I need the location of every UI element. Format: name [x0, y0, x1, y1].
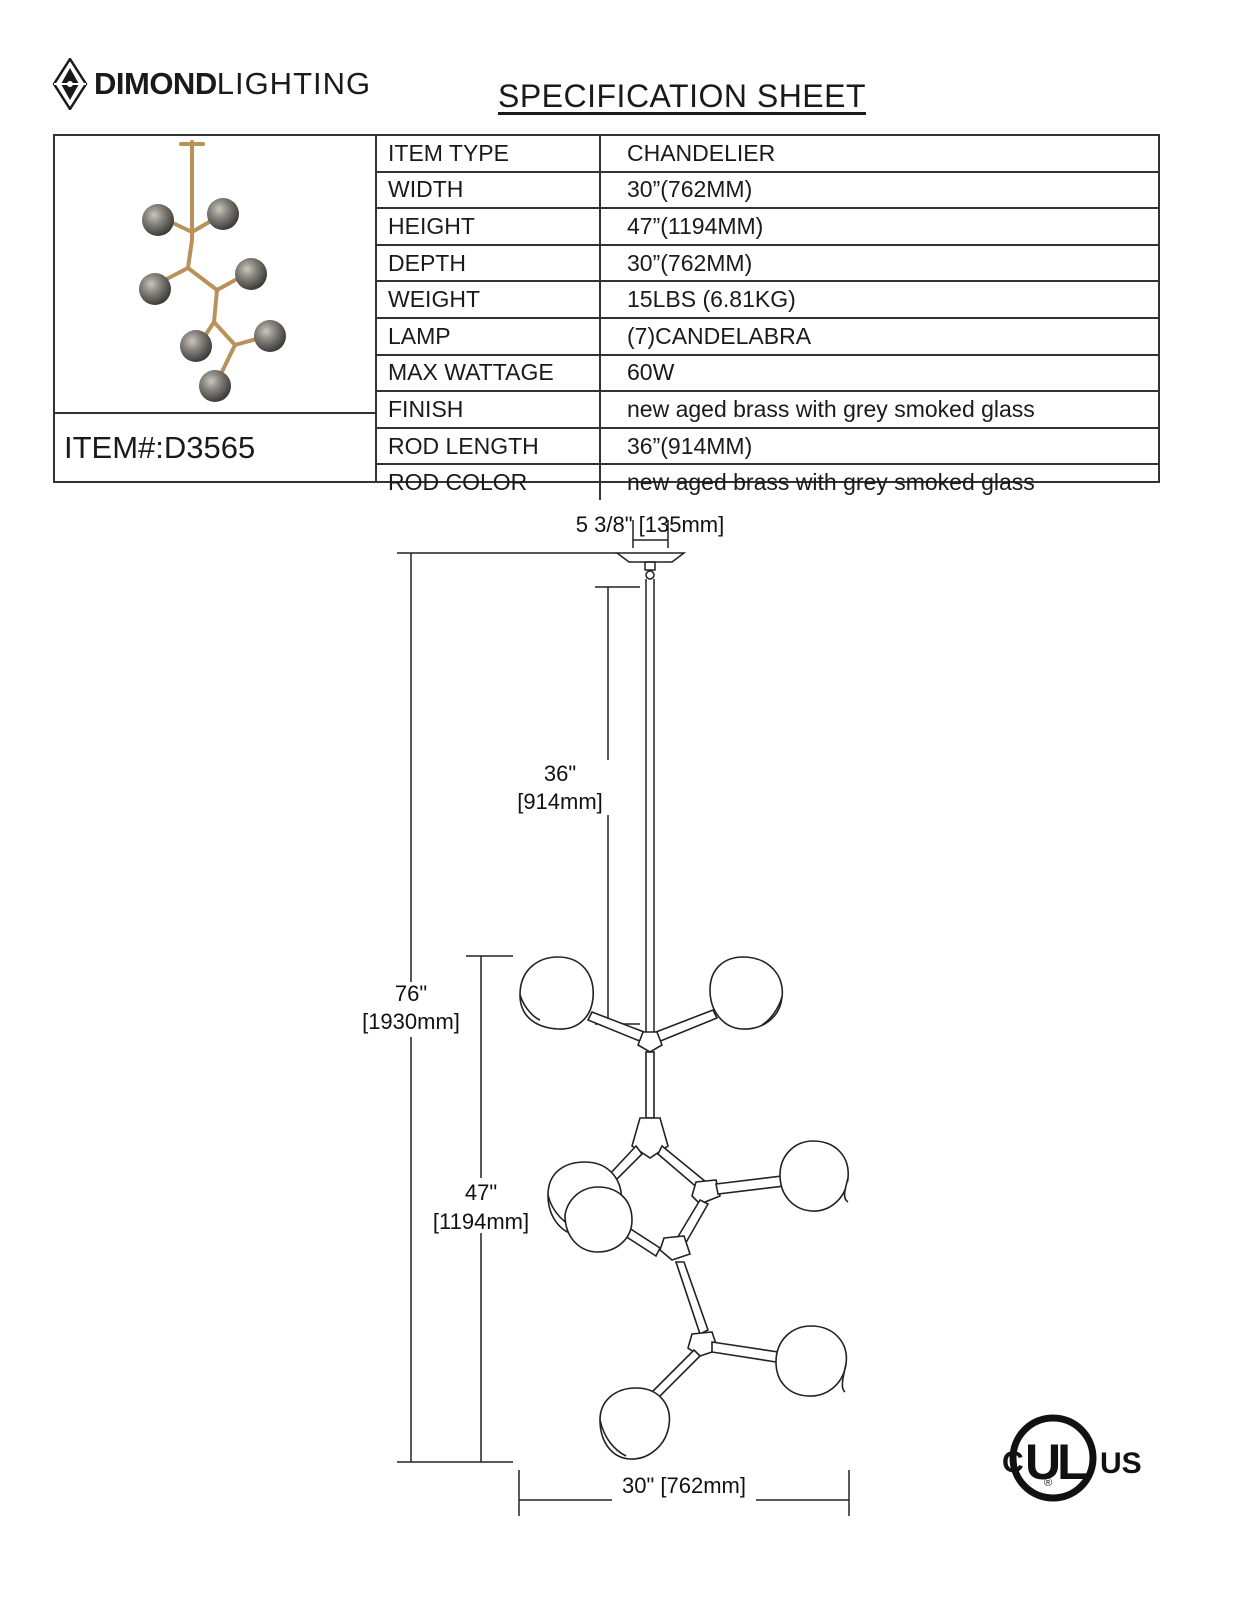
chandelier-line-drawing — [519, 956, 849, 1460]
spec-label: FINISH — [375, 391, 601, 429]
body-dimension-inches: 47" — [465, 1180, 497, 1205]
spec-label: LAMP — [375, 317, 601, 356]
ul-mark-letters: UL — [1025, 1434, 1086, 1490]
spec-value: 30”(762MM) — [600, 244, 1160, 283]
brand-logo: DIMONDLIGHTING — [52, 58, 371, 110]
spec-row-rod-color: ROD COLOR new aged brass with grey smoked… — [375, 464, 1160, 500]
page-title: SPECIFICATION SHEET — [497, 78, 867, 114]
spec-value: 36”(914MM) — [600, 427, 1160, 466]
brand-name: DIMONDLIGHTING — [94, 66, 371, 102]
spec-value: 60W — [600, 354, 1160, 393]
spec-value: 15LBS (6.81KG) — [600, 281, 1160, 319]
ul-registered-mark: ® — [1044, 1477, 1052, 1489]
spec-value: new aged brass with grey smoked glass — [600, 391, 1160, 429]
spec-value: CHANDELIER — [600, 136, 1160, 173]
spec-row-lamp: LAMP(7)CANDELABRA — [375, 317, 1160, 356]
chandelier-photo-illustration — [139, 140, 286, 402]
overall-dimension-inches: 76" — [395, 981, 427, 1006]
body-dimension-mm: [1194mm] — [433, 1209, 529, 1234]
ul-country-left: C — [1002, 1446, 1024, 1479]
spec-label: MAX WATTAGE — [375, 354, 601, 393]
spec-label: HEIGHT — [375, 208, 601, 246]
item-number-cell: ITEM#:D3565 — [55, 414, 377, 483]
product-photo — [55, 136, 377, 414]
ul-country-right: US — [1100, 1447, 1142, 1480]
rod-dimension-inches: 36" — [544, 761, 576, 786]
spec-value: 47”(1194MM) — [600, 208, 1160, 246]
dimension-drawing: 5 3/8" [135mm] 36" [914mm] 76" [1930mm] … — [362, 512, 850, 1516]
brand-name-light: LIGHTING — [216, 66, 372, 101]
spec-label: WEIGHT — [375, 281, 601, 319]
overall-dimension-mm: [1930mm] — [362, 1009, 460, 1034]
spec-label: DEPTH — [375, 244, 601, 283]
spec-label: ITEM TYPE — [375, 136, 601, 173]
spec-label: ROD COLOR — [375, 464, 601, 500]
item-number: ITEM#:D3565 — [64, 430, 256, 465]
spec-label: WIDTH — [375, 171, 601, 210]
spec-value: (7)CANDELABRA — [600, 317, 1160, 356]
spec-value: new aged brass with grey smoked glass — [627, 469, 1035, 496]
canopy-dimension-label: 5 3/8" [135mm] — [576, 512, 724, 537]
rod-dimension-mm: [914mm] — [517, 789, 603, 814]
spec-label: ROD LENGTH — [375, 427, 601, 466]
spec-value: 30”(762MM) — [600, 171, 1160, 210]
ul-certification-icon: C UL ® US — [1002, 1414, 1142, 1502]
brand-name-bold: DIMOND — [94, 66, 217, 101]
width-dimension-label: 30" [762mm] — [622, 1473, 746, 1498]
diamond-logo-icon — [52, 58, 88, 110]
